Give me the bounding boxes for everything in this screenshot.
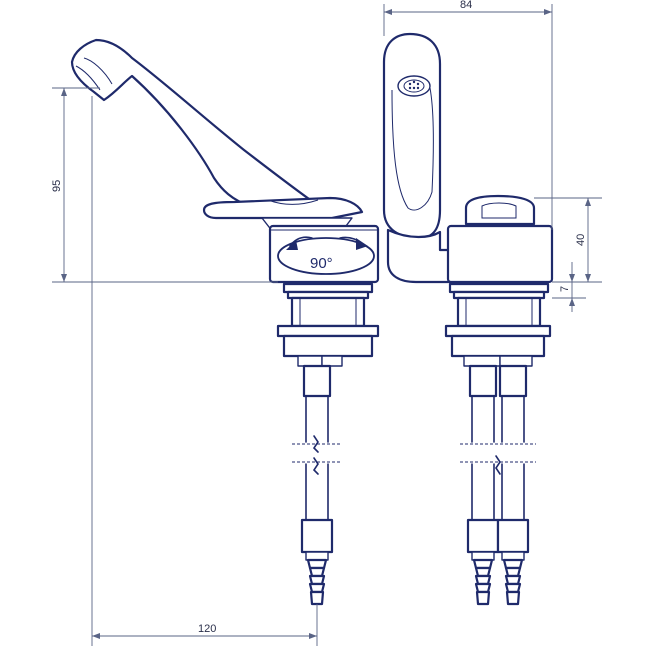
right-faucet-front-view [382,32,554,606]
left-lever-handle [202,196,364,220]
dim-small-right: 7 [559,286,571,292]
dim-height-right: 40 [575,234,587,246]
rotation-indicator-ellipse [277,237,375,275]
dim-height-left: 95 [51,180,63,192]
right-faucet-body [446,224,554,284]
aerator [397,75,431,97]
dim-width-top: 84 [460,0,472,11]
dimensions: 84 95 40 7 120 [51,0,602,646]
left-supply-hose [292,364,342,606]
right-spout [382,32,442,240]
left-spout [70,38,318,210]
rotation-label: 90° [310,255,333,272]
right-cap [464,194,536,226]
right-supply-hoses [460,364,536,606]
left-faucet-side-view: 90° [70,38,380,606]
dim-width-bottom: 120 [198,623,216,635]
